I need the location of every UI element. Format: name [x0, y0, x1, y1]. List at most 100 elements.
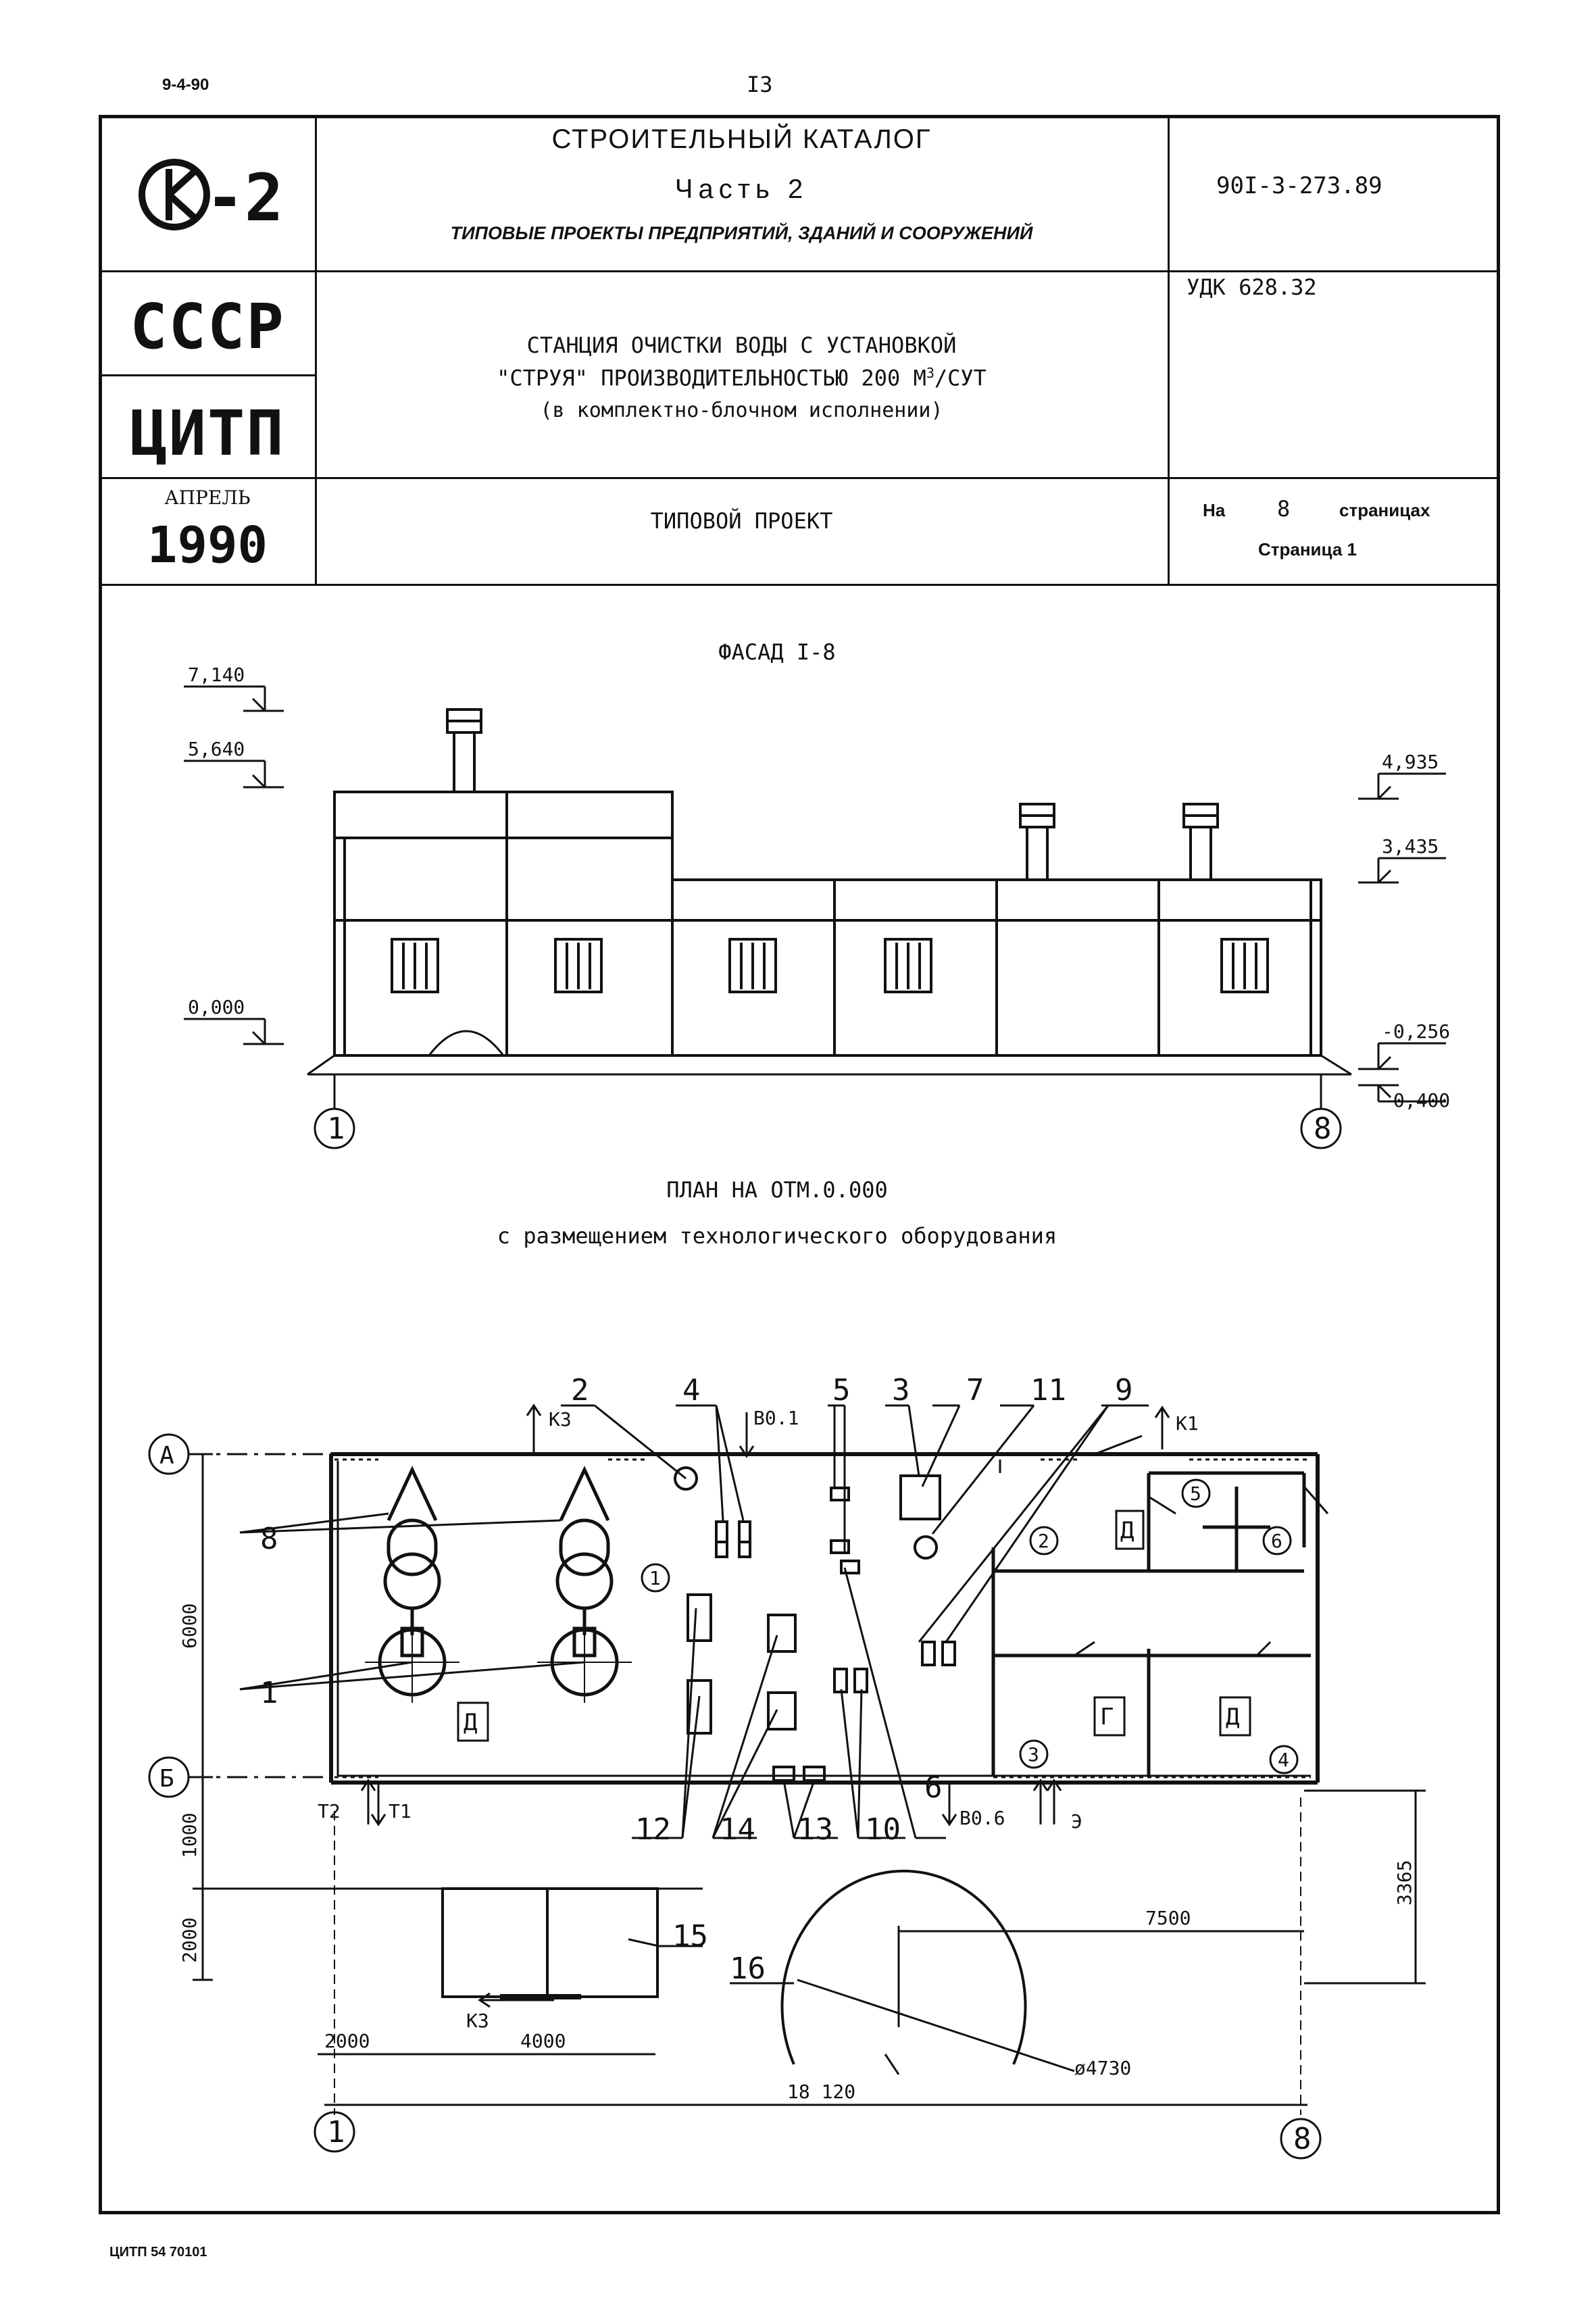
axis-marker: 8: [1293, 2122, 1312, 2156]
title-part: "СТРУЯ" ПРОИЗВОДИТЕЛЬНОСТЬЮ 200 М: [497, 365, 926, 391]
callout-number: 13: [797, 1812, 833, 1847]
date-code: 9-4-90: [162, 76, 209, 94]
pages-prefix: На: [1203, 500, 1226, 520]
room-category: Д: [1120, 1517, 1134, 1544]
pipe-label: В0.6: [959, 1807, 1005, 1829]
valve-icon: [914, 1535, 938, 1560]
callout-number: 2: [571, 1373, 589, 1408]
callout-number: 16: [730, 1951, 766, 1986]
filter-tank-icon: [537, 1466, 632, 1703]
callout-number: 15: [672, 1919, 708, 1953]
pipe-label: Т1: [389, 1800, 412, 1822]
room-category: Г: [1100, 1703, 1114, 1731]
year-label: 1990: [147, 516, 268, 574]
callout-number: 5: [832, 1373, 851, 1408]
project-title-line2: "СТРУЯ" ПРОИЗВОДИТЕЛЬНОСТЬЮ 200 М3/СУТ: [318, 365, 1166, 391]
pipe-label: К3: [466, 2010, 489, 2032]
tank-foundation: [780, 1870, 1027, 2065]
dimension-label: 7500: [1145, 1907, 1191, 1929]
catalog-title: СТРОИТЕЛЬНЫЙ КАТАЛОГ: [551, 124, 932, 154]
project-title-line1: СТАНЦИЯ ОЧИСТКИ ВОДЫ С УСТАНОВКОЙ: [526, 332, 957, 358]
pipe-label: К3: [549, 1408, 572, 1430]
facade-window: [884, 938, 932, 993]
filter-tank-icon: [365, 1466, 459, 1703]
callout-number: 11: [1030, 1373, 1066, 1408]
axis-marker: Б: [159, 1765, 174, 1793]
facade-window: [1220, 938, 1269, 993]
room-number: 2: [1038, 1530, 1049, 1552]
grid-line: [315, 115, 317, 584]
callout-number: 7: [966, 1373, 984, 1408]
callout-number: 4: [682, 1373, 701, 1408]
callout-number: 8: [260, 1522, 278, 1556]
grid-line: [99, 270, 1500, 272]
facade-window: [728, 938, 777, 993]
room-number: 5: [1190, 1483, 1201, 1505]
room-category: Д: [1226, 1703, 1239, 1731]
callout-number: 9: [1115, 1373, 1133, 1408]
facade-window: [391, 938, 439, 993]
plan-title: ПЛАН НА ОТМ.0.000: [666, 1177, 888, 1203]
plan-subtitle: с размещением технологического оборудова…: [497, 1223, 1057, 1249]
axis-marker: 1: [327, 2115, 345, 2149]
grid-line: [1168, 115, 1170, 584]
page-number: I3: [747, 72, 773, 97]
level-mark: -0,400: [1382, 1089, 1450, 1112]
country-label: СССР: [130, 291, 285, 363]
pipe-label: Э: [1071, 1810, 1082, 1833]
udc-label: УДК 628.32: [1187, 274, 1317, 300]
logo-text: -2: [205, 160, 284, 236]
dimension-label: 18 120: [787, 2081, 855, 2103]
grid-line: [99, 584, 1500, 586]
axis-marker: 1: [327, 1112, 345, 1146]
dimension-label: 2000: [324, 2030, 370, 2052]
facade-window: [554, 938, 603, 993]
pipe-label: К1: [1176, 1412, 1199, 1435]
project-code: 90I-3-273.89: [1216, 172, 1382, 199]
pipe-label: Т2: [318, 1800, 341, 1822]
callout-number: 10: [865, 1812, 901, 1847]
catalog-code: ЦИТП 54 70101: [109, 2245, 207, 2260]
callout-number: 12: [635, 1812, 671, 1847]
level-mark: 7,140: [188, 664, 245, 686]
catalog-part: Часть 2: [674, 174, 809, 204]
month-label: АПРЕЛЬ: [164, 487, 251, 509]
page-label: Страница 1: [1258, 539, 1357, 559]
level-mark: 3,435: [1382, 835, 1439, 857]
dimension-label: 3365: [1393, 1860, 1416, 1906]
callout-number: 6: [924, 1770, 943, 1805]
room-number: 4: [1278, 1749, 1289, 1771]
title-superscript: 3: [926, 365, 934, 381]
org-label: ЦИТП: [130, 397, 285, 470]
room-number: 1: [649, 1567, 661, 1589]
catalog-subtitle: ТИПОВЫЕ ПРОЕКТЫ ПРЕДПРИЯТИЙ, ЗДАНИЙ И СО…: [450, 223, 1033, 243]
callout-number: 14: [720, 1812, 755, 1847]
dimension-label: ø4730: [1074, 2057, 1131, 2079]
project-title-line3: (в комплектно-блочном исполнении): [540, 399, 943, 422]
level-mark: 5,640: [188, 738, 245, 760]
pages-suffix: страницах: [1339, 500, 1430, 520]
dimension-label: 2000: [178, 1918, 201, 1963]
dimension-label: 6000: [178, 1603, 201, 1649]
level-mark: 4,935: [1382, 751, 1439, 773]
grid-line: [99, 374, 315, 376]
callout-number: 3: [892, 1373, 910, 1408]
axis-marker: 8: [1314, 1112, 1332, 1146]
sk-logo: -2: [135, 150, 304, 247]
pipe-label: В0.1: [753, 1407, 799, 1429]
axis-marker: А: [159, 1442, 174, 1470]
facade-title: ФАСАД I-8: [718, 639, 836, 665]
room-number: 3: [1028, 1743, 1039, 1766]
room-category: Д: [464, 1709, 477, 1736]
valve-icon: [674, 1466, 698, 1491]
doc-type: ТИПОВОЙ ПРОЕКТ: [650, 508, 833, 534]
sheet-frame: [99, 115, 1500, 2214]
level-mark: -0,256: [1382, 1020, 1450, 1043]
pages-count: 8: [1277, 496, 1291, 522]
container-block: [441, 1887, 659, 1998]
callout-number: 1: [260, 1676, 278, 1710]
grid-line: [99, 477, 1500, 479]
dimension-label: 4000: [520, 2030, 566, 2052]
